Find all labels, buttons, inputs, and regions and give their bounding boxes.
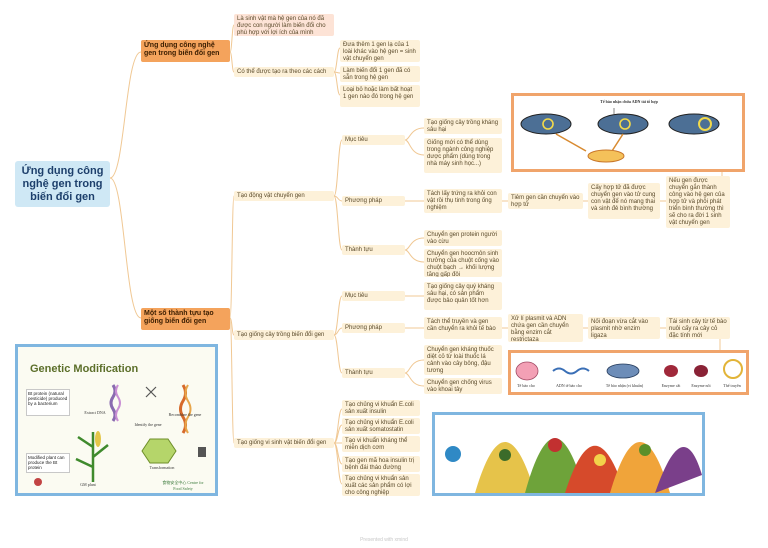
animals-goal-label[interactable]: Mục tiêu (342, 135, 405, 145)
plants-result-label[interactable]: Thành tựu (342, 368, 405, 378)
gm-box-bacterium: Bt protein (natural pesticide) produced … (26, 389, 70, 416)
plants-step-4[interactable]: Tái sinh cây từ tế bào nuôi cấy ra cây c… (666, 317, 730, 339)
transgenic-animals[interactable]: Tạo động vật chuyển gen (234, 191, 334, 201)
animals-step-1[interactable]: Tách lấy trứng ra khỏi con vật rồi thụ t… (424, 189, 502, 213)
creation-methods-label[interactable]: Có thể được tạo ra theo các cách (234, 67, 334, 77)
branch-gmo-application[interactable]: Ứng dụng công nghệ gen trong biến đổi ge… (141, 40, 230, 62)
animals-goal-2[interactable]: Giống mới có thể dùng trong ngành công n… (424, 138, 502, 173)
root-topic[interactable]: Ứng dụng công nghệ gen trong biến đổi ge… (15, 161, 110, 207)
plants-goal-label[interactable]: Mục tiêu (342, 291, 405, 301)
gm-figure-title: Genetic Modification (30, 363, 139, 375)
plasmid-tools-figure: Tế bào cho ADN tế bào cho Tế bào nhận (v… (508, 350, 749, 395)
label-transformation: Transformation (149, 465, 175, 470)
animals-goal-1[interactable]: Tạo giống cây trồng kháng sâu hại (424, 118, 502, 134)
dna-food-image (432, 412, 705, 496)
gmo-definition[interactable]: Là sinh vật mà hệ gen của nó đã được con… (234, 14, 334, 36)
label-recombine-gene: Recombine the gene (168, 412, 202, 417)
animals-step-3[interactable]: Cấy hợp tử đã được chuyển gen vào tử cun… (588, 183, 660, 219)
microbe-3[interactable]: Tạo vi khuẩn kháng thể miễn dịch cơm (342, 436, 420, 452)
method-add-gene[interactable]: Đưa thêm 1 gen lạ của 1 loài khác vào hệ… (340, 40, 420, 62)
plants-goal[interactable]: Tạo giống cây quý kháng sâu hại, có sản … (424, 282, 502, 310)
animals-step-2[interactable]: Tiêm gen cần chuyển vào hợp tử (508, 193, 583, 209)
gm-process-drawing (34, 384, 206, 486)
gm-microbes[interactable]: Tạo giống vi sinh vật biến đổi gen (234, 438, 334, 448)
animals-step-4[interactable]: Nếu gen được chuyển gắn thành công vào h… (666, 176, 730, 228)
animals-method-label[interactable]: Phương pháp (342, 196, 405, 206)
microbe-2[interactable]: Tạo chủng vi khuẩn E.coli sản xuất somat… (342, 418, 420, 434)
label-recipient-cell: Tế bào nhận (vi khuẩn) (605, 383, 644, 388)
recombinant-cells-figure: Tế bào nhận chứa ADN tái tổ hợp (511, 93, 745, 172)
plants-method-label[interactable]: Phương pháp (342, 323, 405, 333)
plants-step-1[interactable]: Tách thể truyền và gen cần chuyển ra khỏ… (424, 317, 502, 339)
animals-result-1[interactable]: Chuyển gen protein người vào cừu (424, 230, 502, 246)
label-cutting-enzyme: Enzyme cắt (661, 383, 681, 388)
label-extract-dna: Extract DNA (84, 410, 106, 415)
branch-gmo-achievements[interactable]: Một số thành tựu tạo giống biến đổi gen (141, 308, 230, 330)
plants-result-2[interactable]: Chuyển gen chống virus vào khoai tây (424, 378, 502, 394)
label-donor-dna: ADN tế bào cho (555, 383, 583, 388)
microbe-1[interactable]: Tạo chủng vi khuẩn E.coli sản xuất insul… (342, 400, 420, 416)
plants-result-1[interactable]: Chuyển gen kháng thuốc diệt cỏ từ loài t… (424, 345, 502, 375)
label-donor-cell: Tế bào cho (517, 383, 535, 388)
figure-caption: Tế bào nhận chứa ADN tái tổ hợp (600, 99, 658, 104)
plants-step-3[interactable]: Nối đoạn vừa cắt vào plasmit nhờ enzim l… (588, 317, 660, 339)
method-remove-gene[interactable]: Loại bỏ hoặc làm bất hoạt 1 gen nào đó t… (340, 85, 420, 107)
genetic-modification-figure: Genetic Modification Bt protein (natural… (15, 344, 218, 496)
cfs-logo: 食物安全中心 Centre for Food Safety (162, 480, 204, 491)
gm-plants[interactable]: Tạo giống cây trồng biến đổi gen (234, 330, 334, 340)
method-modify-gene[interactable]: Làm biến đổi 1 gen đã có sẵn trong hệ ge… (340, 66, 420, 82)
gm-box-plant: Modified plant can produce the Bt protei… (26, 453, 70, 473)
footer-credit: Presented with xmind (360, 537, 408, 543)
microbe-4[interactable]: Tạo gen mã hoa insulin trị bệnh đái tháo… (342, 456, 420, 472)
animals-result-label[interactable]: Thành tựu (342, 245, 405, 255)
label-gm-plant: GM plant (80, 482, 96, 487)
microbe-5[interactable]: Tạo chủng vi khuẩn sản xuất các sản phẩm… (342, 474, 420, 496)
label-identify-gene: Identify the gene (134, 422, 162, 427)
label-vector: Thể truyền (723, 383, 741, 388)
plasmid-tools-drawing (515, 359, 743, 381)
animals-result-2[interactable]: Chuyển gen hoocmôn sinh trưởng của chuột… (424, 249, 502, 277)
plants-step-2[interactable]: Xử lí plasmit và ADN chứa gen cần chuyển… (508, 314, 583, 342)
dna-food-drawing (435, 415, 702, 493)
bacteria-cells-drawing (520, 108, 720, 163)
label-ligase-enzyme: Enzyme nối (691, 383, 711, 388)
